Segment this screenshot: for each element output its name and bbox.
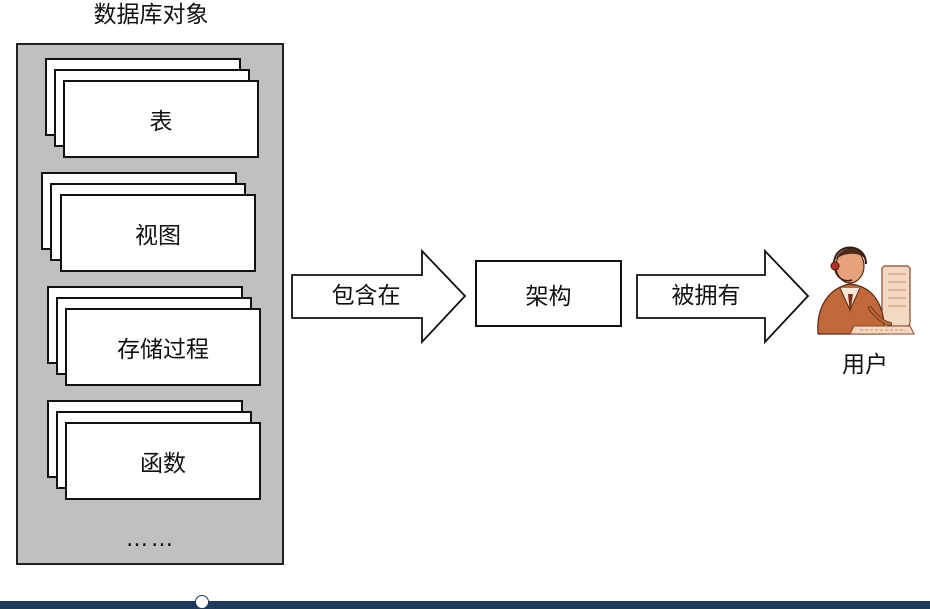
arrow-owned-by-label: 被拥有 (671, 283, 741, 309)
arrow-owned-by (636, 248, 810, 345)
card-label: 存储过程 (117, 337, 209, 363)
card-label: 函数 (140, 451, 186, 477)
schema-box: 架构 (475, 260, 622, 327)
bottom-progress-bar (0, 601, 930, 609)
card-stored-procedure: 存储过程 (65, 308, 261, 386)
schema-label: 架构 (525, 283, 572, 310)
user-label: 用户 (842, 352, 888, 378)
db-objects-title: 数据库对象 (93, 2, 209, 28)
user-at-computer-icon (817, 246, 915, 335)
arrow-shape (291, 248, 467, 345)
arrow-contained-in-label: 包含在 (331, 283, 401, 309)
more-objects-ellipsis: …… (126, 527, 176, 552)
card-label: 表 (149, 109, 173, 135)
card-view: 视图 (60, 194, 256, 272)
card-function: 函数 (65, 422, 261, 500)
card-label: 视图 (135, 223, 181, 249)
arrow-contained-in (291, 248, 467, 345)
slider-handle[interactable] (195, 595, 209, 609)
arrow-shape (636, 248, 810, 345)
card-table: 表 (63, 80, 259, 158)
